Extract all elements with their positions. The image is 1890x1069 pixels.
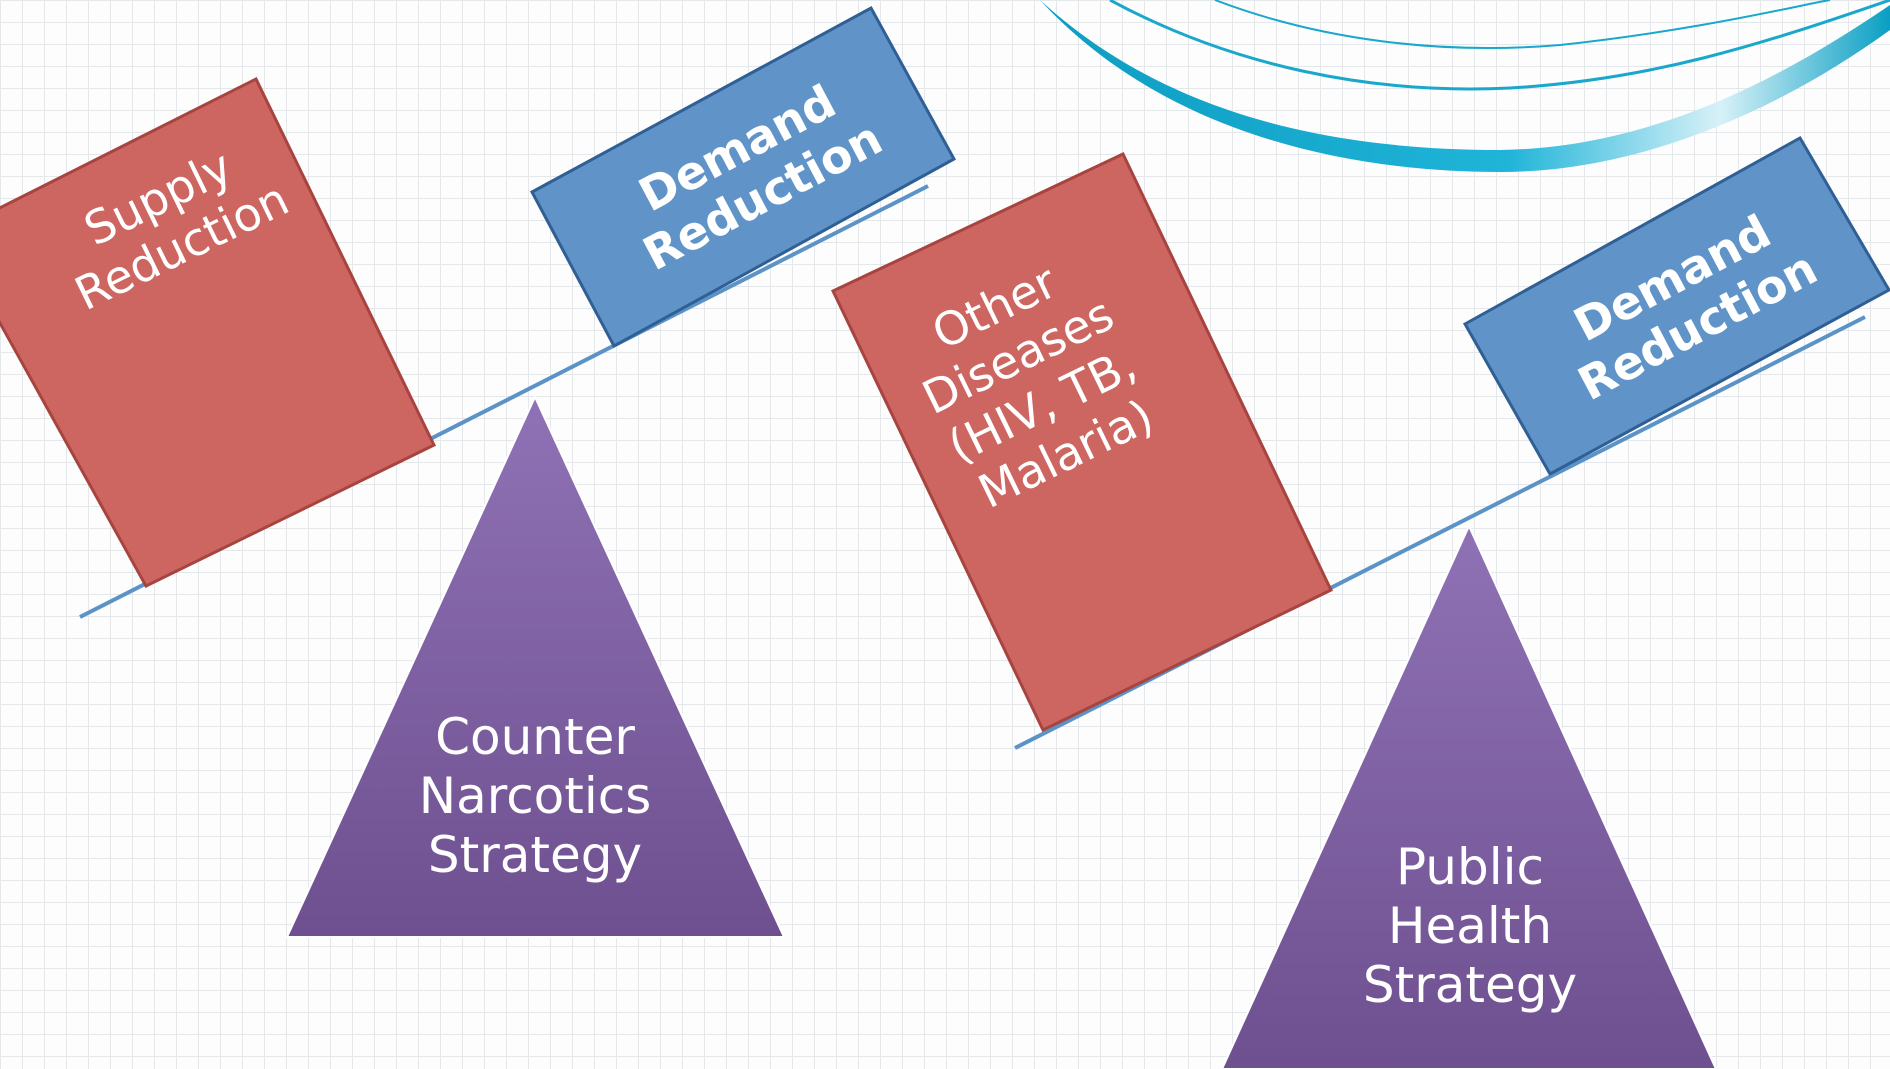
demand-reduction-box-right (1462, 135, 1890, 477)
fulcrum-right-line-3: Strategy (1362, 956, 1578, 1014)
decorative-swoosh (1040, 0, 1890, 172)
fulcrum-left (285, 394, 786, 938)
fulcrum-left-line-1: Counter (435, 708, 635, 766)
other-diseases-box (830, 152, 1333, 733)
demand-reduction-box-left (529, 5, 957, 349)
fulcrum-right (1220, 523, 1718, 1069)
fulcrum-left-line-3: Strategy (427, 826, 643, 884)
fulcrum-left-line-2: Narcotics (418, 767, 652, 825)
fulcrum-right-line-1: Public (1396, 838, 1544, 896)
public-health-label: Public Health Strategy (1320, 838, 1620, 1015)
fulcrum-right-line-2: Health (1387, 897, 1553, 955)
counter-narcotics-label: Counter Narcotics Strategy (385, 708, 685, 885)
supply-reduction-box (0, 76, 437, 588)
